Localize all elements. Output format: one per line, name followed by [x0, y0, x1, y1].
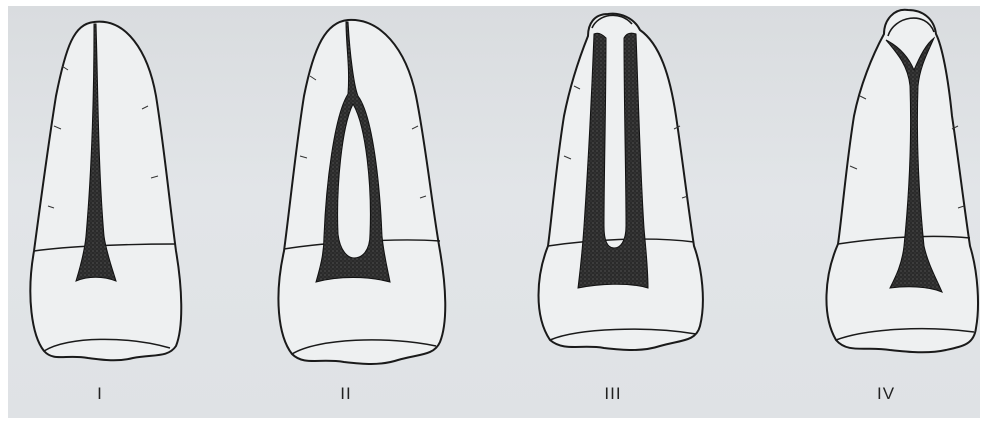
tooth-label-I: I	[97, 384, 103, 404]
tooth-label-II: II	[340, 384, 351, 404]
tooth-III	[539, 14, 703, 350]
scanned-figure: I II III IV	[8, 6, 980, 418]
tooth-I	[30, 22, 181, 361]
tooth-II	[278, 20, 445, 364]
tooth-label-III: III	[604, 384, 621, 404]
tooth-I-outline	[30, 22, 181, 361]
tooth-label-IV: IV	[877, 384, 895, 404]
tooth-III-outline	[539, 14, 703, 350]
tooth-diagrams	[8, 6, 980, 418]
tooth-IV	[826, 10, 978, 353]
